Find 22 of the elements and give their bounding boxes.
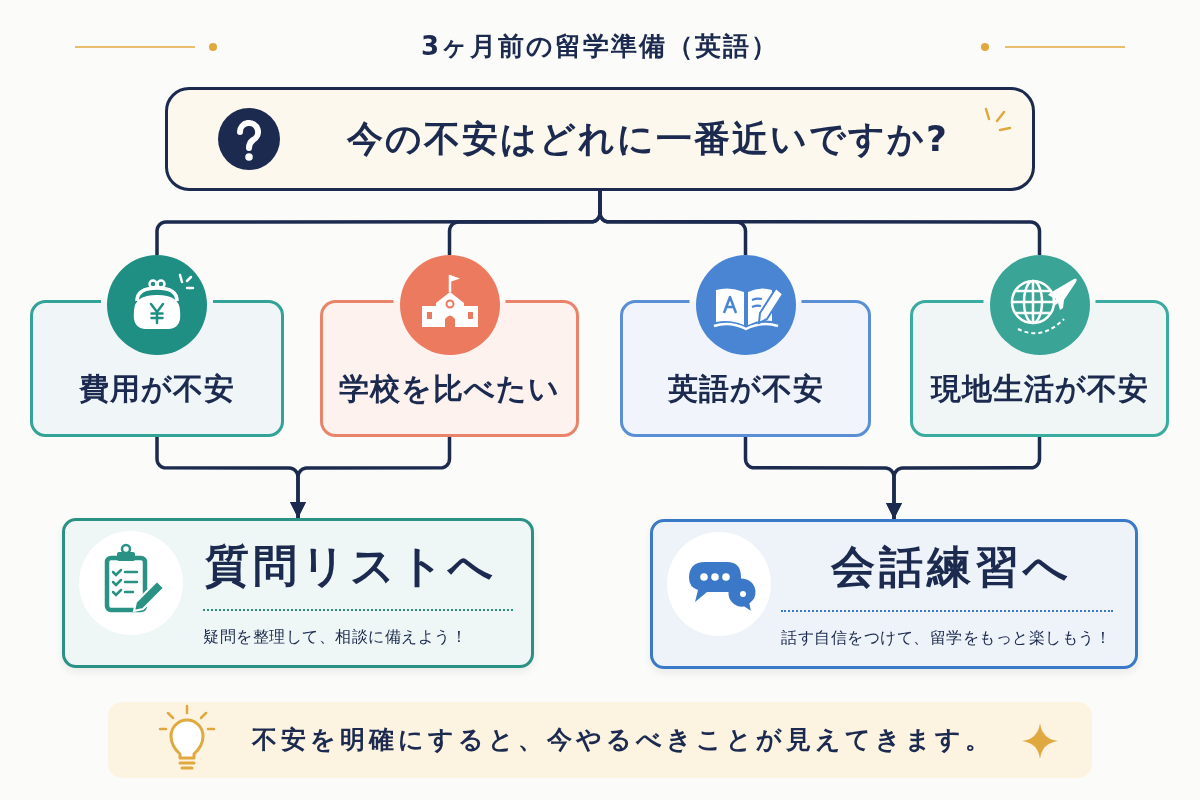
option-card [620,255,871,437]
option-card [910,255,1169,437]
title-text: 3ヶ月前の留学準備（英語） [420,30,780,63]
question-text: 今の不安はどれに一番近いですか? [346,117,950,161]
question-box [165,87,1035,191]
option-label: 学校を比べたい [338,370,561,408]
arrow [290,437,452,518]
option-label: 現地生活が不安 [929,370,1150,408]
option-label: 費用が不安 [78,370,236,408]
option-label: 英語が不安 [666,370,825,408]
result-card [62,518,534,668]
arrow [886,437,1042,519]
tip-banner [108,702,1092,778]
result-heading: 会話練習へ [829,540,1073,594]
connector-line [598,191,1042,255]
tip-text: 不安を明確にすると、今やるべきことが見えてきます。 [250,724,995,756]
result-description: 話す自信をつけて、留学をもっと楽しもう！ [781,627,1111,649]
result-description: 疑問を整理して、相談に備えよう！ [203,626,467,648]
option-card [320,255,579,437]
result-card [650,519,1138,669]
option-card [30,255,284,437]
result-heading: 質問リストへ [205,539,498,593]
